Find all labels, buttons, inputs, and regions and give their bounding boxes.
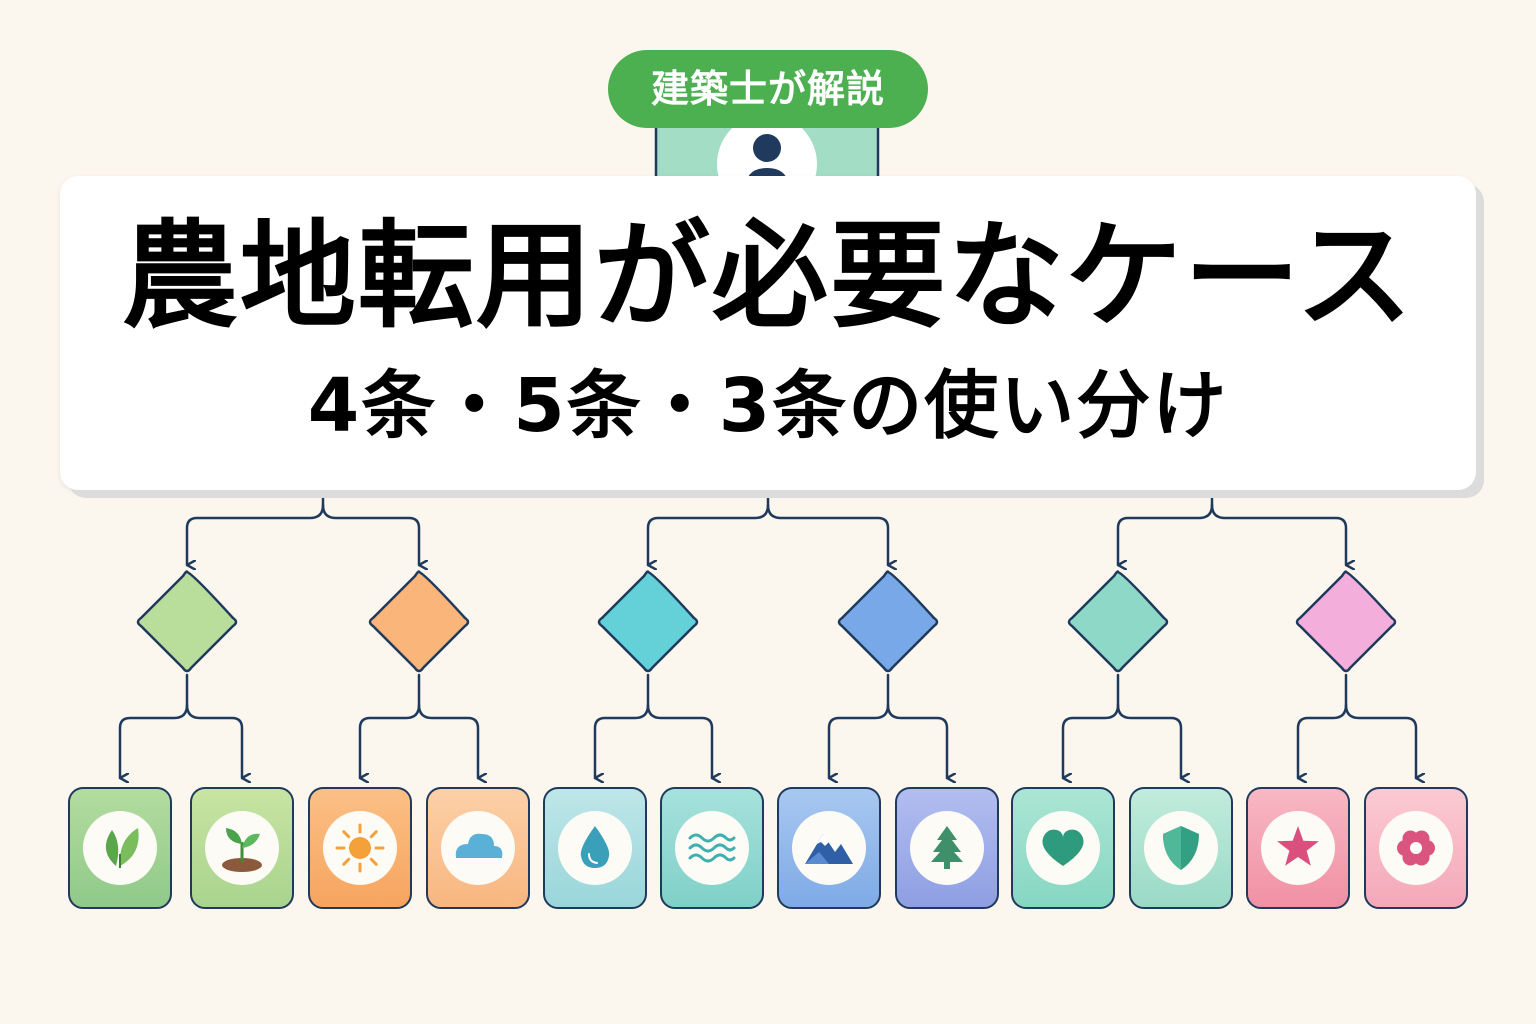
connector-to-card xyxy=(1061,673,1120,778)
leaf-card xyxy=(308,787,412,909)
leaf-icon xyxy=(105,828,139,868)
tree-icon xyxy=(931,826,963,869)
leaf-card xyxy=(777,787,881,909)
leaf-card xyxy=(426,787,530,909)
heart-icon xyxy=(1042,829,1084,866)
connector-to-card xyxy=(593,673,650,778)
connector-to-diamond xyxy=(1116,490,1214,565)
decision-diamond xyxy=(597,570,699,673)
connector-to-diamond xyxy=(766,503,888,565)
connector-to-card xyxy=(1344,703,1416,778)
decision-diamond xyxy=(368,570,470,673)
leaf-card xyxy=(68,787,172,909)
sun-icon xyxy=(335,823,385,873)
flower-icon xyxy=(1397,830,1435,866)
decision-diamond xyxy=(136,570,238,673)
connector-to-card xyxy=(118,673,189,778)
leaf-cards xyxy=(68,787,1468,909)
leaf-card-icon-circle xyxy=(83,811,157,885)
connector-to-card xyxy=(358,673,421,778)
connector-to-diamond xyxy=(1210,503,1346,565)
leaf-card xyxy=(1246,787,1350,909)
leaf-card xyxy=(895,787,999,909)
leaf-card xyxy=(1364,787,1468,909)
mountain-icon xyxy=(805,834,853,864)
leaf-card xyxy=(190,787,294,909)
decision-diamond xyxy=(1067,570,1169,673)
leaf-card xyxy=(1011,787,1115,909)
leaf-card xyxy=(1129,787,1233,909)
shield-icon xyxy=(1163,826,1199,870)
leaf-card xyxy=(660,787,764,909)
waves-icon xyxy=(688,833,736,863)
connector-to-card xyxy=(417,703,478,778)
connector-to-card xyxy=(886,703,947,778)
connector-to-diamond xyxy=(185,490,325,565)
page-title: 農地転用が必要なケース xyxy=(121,209,1415,344)
connector-to-diamond xyxy=(646,490,770,565)
star-icon xyxy=(1277,826,1319,866)
connector-lines xyxy=(118,490,1416,778)
cloud-icon xyxy=(455,833,503,858)
connector-to-card xyxy=(1116,703,1181,778)
author-badge: 建築士が解説 xyxy=(608,50,928,128)
connector-to-card xyxy=(185,703,242,778)
page-subtitle: 4条・5条・3条の使い分け xyxy=(307,363,1229,449)
decision-diamond xyxy=(1295,570,1397,673)
connector-to-card xyxy=(827,673,890,778)
water-drop-icon xyxy=(580,826,610,868)
connector-to-card xyxy=(1296,673,1348,778)
connector-to-card xyxy=(646,703,712,778)
leaf-card xyxy=(543,787,647,909)
title-card: 農地転用が必要なケース 4条・5条・3条の使い分け xyxy=(60,176,1476,490)
decision-diamonds xyxy=(136,570,1397,673)
decision-diamond xyxy=(837,570,939,673)
sprout-icon xyxy=(222,828,262,872)
connector-to-diamond xyxy=(321,503,419,565)
